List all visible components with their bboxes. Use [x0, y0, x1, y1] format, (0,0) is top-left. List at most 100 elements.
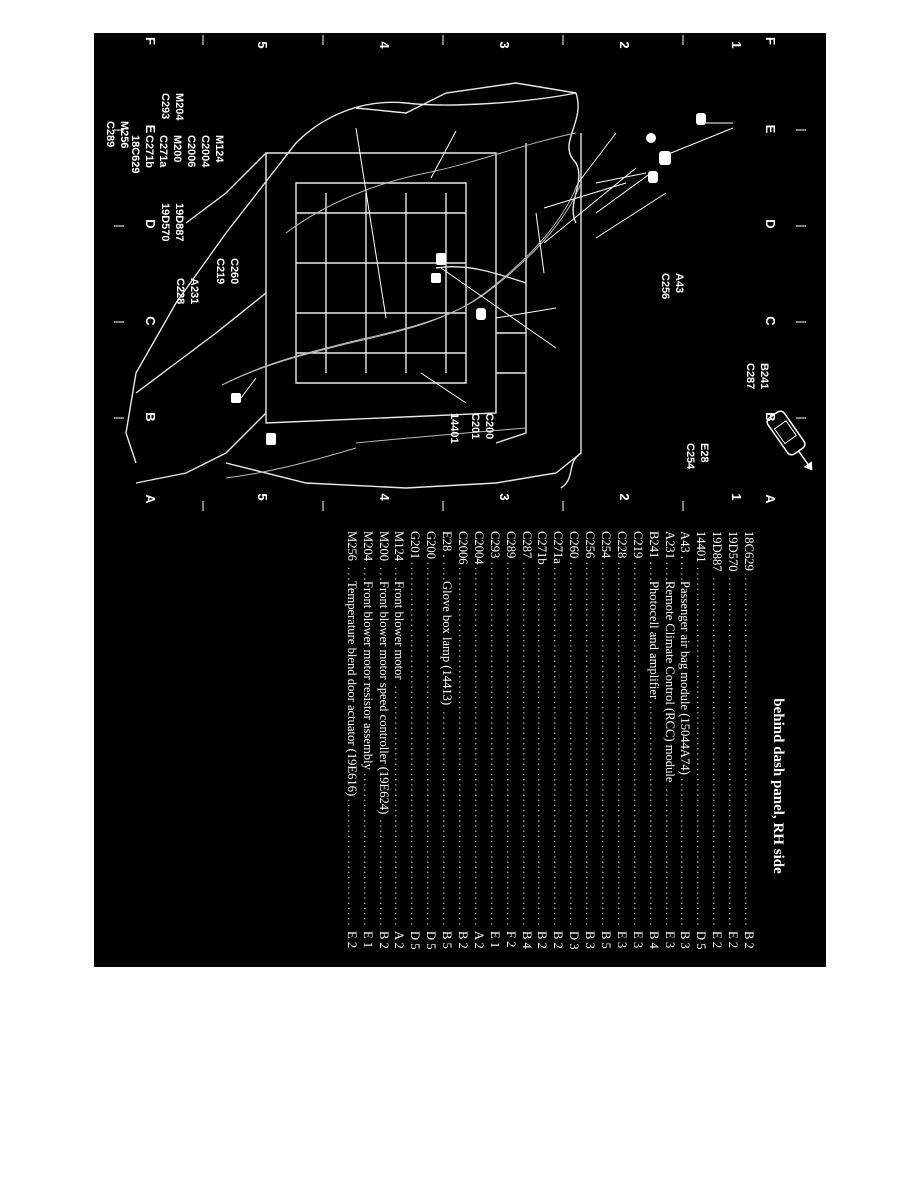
legend-code: C2004 [469, 531, 486, 568]
legend-row: ........................................… [660, 531, 677, 961]
legend-row: ........................................… [676, 531, 693, 961]
legend-row: ........................................… [533, 531, 550, 961]
row-letter-c-top: D [763, 219, 778, 229]
legend-row: ........................................… [485, 531, 502, 961]
legend-grid-location: D 5 [424, 931, 439, 950]
legend-code: E28 . [438, 531, 455, 561]
legend-row: ........................................… [342, 531, 359, 961]
col-num-3-left: 3 [497, 493, 512, 501]
legend-grid-location: E 3 [630, 931, 645, 949]
legend-code: B241 . [644, 531, 661, 568]
col-num-4-left: 4 [377, 493, 392, 501]
legend-row: ........................................… [644, 531, 661, 961]
legend-row: ........................................… [692, 531, 709, 961]
col-num-1-left: 1 [729, 493, 744, 501]
legend-description: Front blower motor speed controller (19E… [374, 581, 391, 818]
row-letter-f-top: A [763, 494, 778, 504]
callout-14401: 14401 [448, 413, 460, 444]
leader-dots: ........................................… [614, 531, 629, 927]
legend-code: C254 [597, 531, 613, 562]
legend-description: Photocell and amplifier [644, 581, 661, 703]
legend-row: ........................................… [406, 531, 423, 961]
legend-description: Glove box lamp (14413) [438, 581, 455, 709]
legend-grid-location: B 2 [535, 931, 550, 949]
leader-dots: ........................................… [583, 531, 598, 927]
legend-row: ........................................… [708, 531, 725, 961]
col-num-3-right: 3 [497, 41, 512, 49]
leader-dots: ........................................… [567, 531, 582, 927]
connector-shapes [231, 113, 706, 445]
legend-row: ........................................… [565, 531, 582, 961]
callout-19d887: 19D887 19D570 [159, 203, 185, 242]
leader-dots: ........................................… [598, 531, 613, 927]
legend-row: ........................................… [740, 531, 756, 961]
legend-code: C271a [549, 531, 566, 567]
leader-lines [240, 122, 734, 404]
leader-dots: ........................................… [726, 531, 741, 927]
legend-row: ........................................… [390, 531, 407, 961]
row-letter-e-top: B [763, 412, 778, 422]
legend-grid-location: D 5 [408, 931, 423, 950]
legend-grid-location: E 1 [487, 931, 502, 949]
col-num-1-right: 1 [729, 41, 744, 49]
callout-c260: C260 C219 [214, 258, 240, 285]
legend-code: 19D887 [708, 531, 725, 575]
legend-code: 19D570 [724, 531, 741, 575]
leader-dots: ........................................… [551, 531, 566, 927]
callout-a43: A43 C256 [659, 273, 685, 300]
component-location-diagram: F E D C B A F E D C B A 1 2 3 4 5 1 2 3 … [94, 33, 826, 513]
dash-outline [125, 82, 582, 489]
legend-grid-location: B 3 [583, 931, 598, 949]
legend-title: behind dash panel, RH side [770, 698, 786, 874]
legend-grid-location: A 2 [392, 931, 407, 949]
legend-grid-location: B 2 [376, 931, 391, 949]
legend-code: M200 [374, 531, 391, 565]
leader-dots: ........................................… [519, 531, 534, 927]
leader-dots: ........................................… [455, 531, 470, 927]
legend-grid-location: D 5 [694, 931, 709, 950]
callout-b241: B241 C287 [744, 363, 770, 390]
legend-description: Front blower motor resistor assembly [358, 581, 375, 773]
legend-grid-location: A 2 [471, 931, 486, 949]
legend-code: C271b [533, 531, 550, 568]
legend-row: ........................................… [454, 531, 470, 961]
callout-c200: C200 C201 [469, 413, 495, 440]
legend-grid-location: D 3 [567, 931, 582, 950]
legend-grid-location: B 3 [678, 931, 693, 949]
leader-dots: ........................................… [503, 531, 518, 927]
legend-row: ........................................… [549, 531, 566, 961]
legend-code: C219 [628, 531, 645, 562]
legend-description: Passenger air bag module (15044A74) [676, 581, 693, 778]
legend-grid-location: E 2 [710, 931, 725, 949]
legend-grid-location: E 1 [360, 931, 375, 949]
leader-dots: ........................................… [694, 531, 709, 927]
legend-row: ........................................… [358, 531, 375, 961]
legend-row: ........................................… [612, 531, 629, 961]
legend-grid-location: B 4 [519, 931, 534, 949]
dash-drawing [114, 35, 813, 511]
diagram-panel: F E D C B A F E D C B A 1 2 3 4 5 1 2 3 … [94, 33, 826, 967]
leader-dots: ........................................… [424, 531, 439, 927]
legend-code: C228 [612, 531, 629, 562]
leader-dots: ........................................… [742, 531, 756, 927]
legend-code: C256 [581, 531, 598, 562]
row-letter-c-bottom: D [143, 219, 158, 229]
legend-grid-location: B 5 [598, 931, 613, 949]
legend-grid-location: B 2 [742, 931, 756, 949]
legend-code: G200 [422, 531, 439, 562]
legend-code: 14401 [692, 531, 709, 566]
legend-grid-location: B 2 [551, 931, 566, 949]
legend-grid-location: E 3 [614, 931, 629, 949]
leader-dots: ........................................… [535, 531, 550, 927]
legend-code: A231 [660, 531, 677, 562]
col-num-5-left: 5 [255, 493, 270, 501]
legend-code: C293 [485, 531, 502, 562]
row-letter-f-bottom: A [143, 494, 158, 504]
callout-m124-group: M124 C2004 C2006 M200 C271a C271b 18C629 [129, 135, 225, 174]
legend-code: A43 . [676, 531, 693, 562]
legend-row: ........................................… [724, 531, 741, 961]
leader-dots: ........................................… [710, 531, 725, 927]
legend-description: Remote Climate Control (RCC) module [660, 581, 677, 786]
legend-grid-location: B 5 [440, 931, 455, 949]
legend-description: Front blower motor [390, 581, 407, 683]
